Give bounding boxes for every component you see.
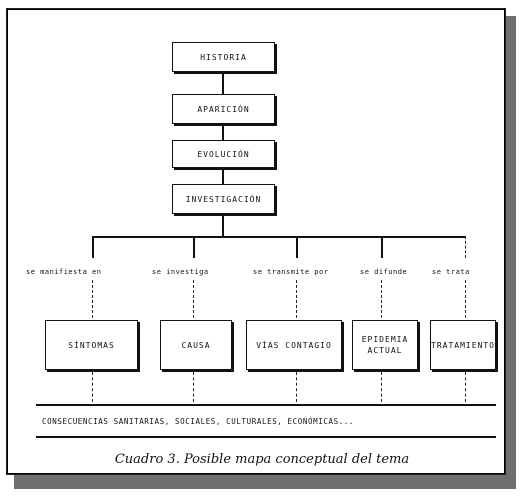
connector-evolucion-investigacion [222, 170, 224, 184]
box-investigacion: INVESTIGACIÓN [172, 184, 275, 214]
drop-cons-2 [193, 372, 194, 402]
drop-4 [381, 236, 383, 258]
drop-2 [193, 236, 195, 258]
consequences-top-line [36, 404, 496, 406]
branch-bar [92, 236, 466, 238]
drop-cons-1 [92, 372, 93, 402]
consequences-text: CONSECUENCIAS SANITARIAS, SOCIALES, CULT… [42, 417, 355, 426]
box-evolucion: EVOLUCIÓN [172, 140, 275, 168]
drop-1 [92, 236, 94, 258]
drop-box-3 [296, 280, 297, 318]
figure-caption: Cuadro 3. Posible mapa conceptual del te… [114, 452, 410, 467]
box-aparicion: APARICIÓN [172, 94, 275, 124]
box-causa: CAUSA [160, 320, 232, 370]
connector-investigacion-branches [222, 216, 224, 236]
drop-5 [465, 236, 466, 258]
drop-box-4 [381, 280, 382, 318]
drop-cons-3 [296, 372, 297, 402]
drop-3 [296, 236, 298, 258]
box-epidemia-actual: EPIDEMIA ACTUAL [352, 320, 418, 370]
connector-aparicion-evolucion [222, 126, 224, 140]
drop-box-2 [193, 280, 194, 318]
branch-label-4: se difunde [360, 268, 408, 276]
branch-label-2: se investiga [152, 268, 209, 276]
figure-inner-border [7, 9, 505, 474]
branch-label-3: se transmite por [253, 268, 329, 276]
branch-label-1: se manifiesta en [26, 268, 102, 276]
consequences-bottom-line [36, 436, 496, 438]
box-tratamiento: TRATAMIENTO [430, 320, 496, 370]
figure-frame [6, 8, 506, 475]
box-sintomas: SÍNTOMAS [45, 320, 138, 370]
connector-historia-aparicion [222, 74, 224, 94]
drop-cons-5 [465, 372, 466, 402]
drop-box-5 [465, 280, 466, 318]
drop-box-1 [92, 280, 93, 318]
box-vias-contagio: VÍAS CONTAGIO [246, 320, 342, 370]
drop-cons-4 [381, 372, 382, 402]
box-historia: HISTORIA [172, 42, 275, 72]
branch-label-5: se trata [432, 268, 470, 276]
